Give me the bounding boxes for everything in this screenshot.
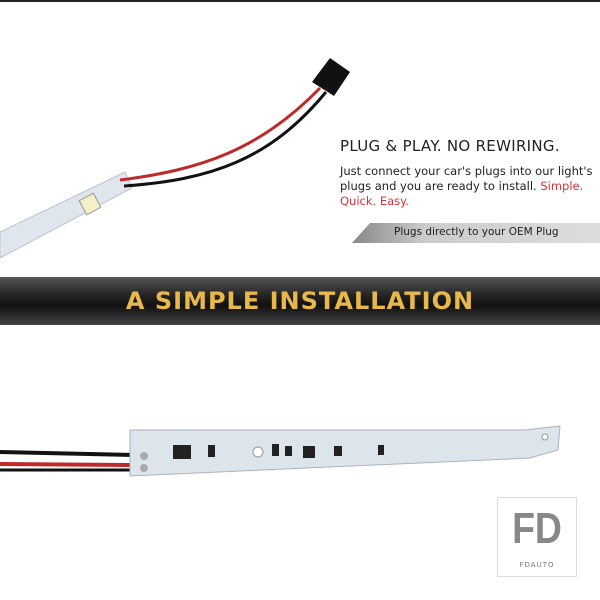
connector-plug [312, 58, 350, 96]
headline: PLUG & PLAY. NO REWIRING. [340, 137, 560, 155]
description: Just connect your car's plugs into our l… [340, 164, 600, 209]
lower-pcb [0, 425, 561, 477]
description-text: Just connect your car's plugs into our l… [340, 164, 593, 193]
logo-mark: FD [512, 504, 562, 553]
plug-bar: Plugs directly to your OEM Plug [352, 223, 600, 243]
logo-name: FDAUTO [519, 561, 555, 569]
banner-text: A SIMPLE INSTALLATION [125, 287, 475, 315]
installation-banner: A SIMPLE INSTALLATION [0, 277, 600, 325]
upper-led-strip [0, 58, 350, 259]
fdauto-logo: FD FDAUTO [497, 497, 577, 577]
top-border [0, 0, 600, 2]
plug-bar-text: Plugs directly to your OEM Plug [394, 226, 559, 238]
description-highlight: Simple. Quick. Easy. [340, 179, 584, 208]
